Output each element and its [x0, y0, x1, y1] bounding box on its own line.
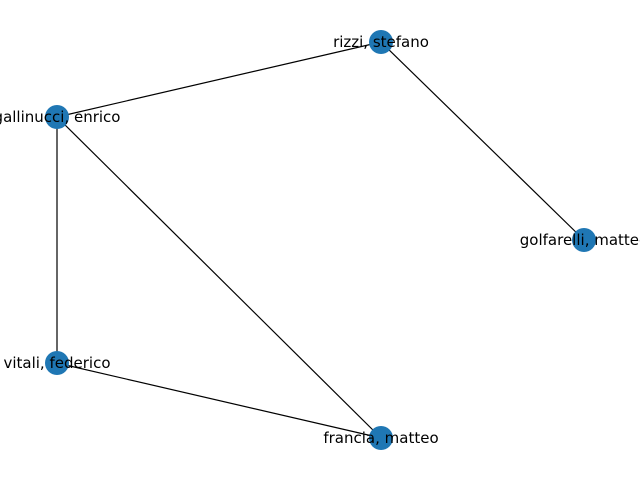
- edge-rizzi-golfarelli: [380, 41, 585, 241]
- node-label: rizzi, stefano: [333, 33, 429, 51]
- edges-layer: [56, 41, 585, 439]
- node-marker: [45, 105, 69, 129]
- node-marker: [369, 30, 393, 54]
- node-vitali: vitali, federico: [3, 351, 111, 375]
- node-francia: francia, matteo: [323, 426, 439, 450]
- node-marker: [369, 426, 393, 450]
- node-marker: [572, 228, 596, 252]
- node-label: francia, matteo: [323, 429, 438, 447]
- node-label: golfarelli, matteo: [520, 231, 640, 249]
- node-golfarelli: golfarelli, matteo: [520, 228, 640, 252]
- node-marker: [45, 351, 69, 375]
- edge-rizzi-gallinucci: [56, 41, 382, 118]
- edge-vitali-francia: [56, 362, 382, 439]
- node-label: gallinucci, enrico: [0, 108, 120, 126]
- edge-gallinucci-francia: [56, 116, 382, 439]
- node-gallinucci: gallinucci, enrico: [0, 105, 120, 129]
- node-label: vitali, federico: [3, 354, 110, 372]
- nodes-layer: rizzi, stefano gallinucci, enrico golfarel…: [0, 30, 640, 450]
- node-rizzi: rizzi, stefano: [333, 30, 429, 54]
